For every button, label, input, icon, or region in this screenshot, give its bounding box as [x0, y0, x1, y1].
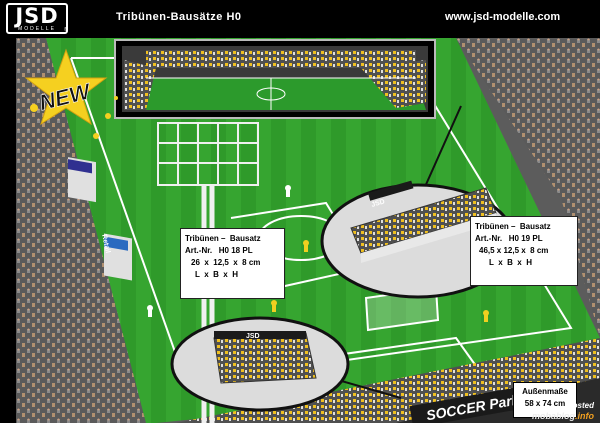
outer-dimensions: Außenmaße 58 x 74 cm: [513, 382, 577, 418]
jsd-logo: JSD MODELLE ®: [6, 3, 68, 34]
kit-2-axes: L x B x H: [489, 258, 532, 267]
kit-2-title: Tribünen – Bausatz: [475, 222, 551, 231]
watermark-tld: .info: [575, 411, 594, 421]
kit-label-h019pl: Tribünen – Bausatz Art.-Nr. H0 19 PL 46,…: [470, 216, 578, 286]
stadium-scene: SOCCER Park Retail: [16, 38, 600, 423]
outer-dimensions-value: 58 x 74 cm: [524, 399, 566, 408]
kit-2-article: Art.-Nr. H0 19 PL: [475, 234, 543, 243]
retail-text: Retail: [100, 234, 111, 254]
new-badge: NEW: [24, 48, 118, 139]
right-stand: [456, 38, 600, 338]
callout-ellipse-right: JSD: [320, 180, 516, 299]
kit-2-dimensions: 46,5 x 12,5 x 8 cm: [479, 246, 549, 255]
kit-1-axes: L x B x H: [195, 270, 238, 279]
kit-1-title: Tribünen – Bausatz: [185, 234, 261, 243]
top-inset-photo: [114, 39, 436, 119]
stand-logo-right: JSD: [371, 198, 386, 208]
outer-dimensions-label: Außenmaße: [522, 387, 568, 396]
stand-logo-bottom: JSD: [246, 333, 260, 340]
kit-label-h018pl: Tribünen – Bausatz Art.-Nr. H0 18 PL 26 …: [180, 228, 285, 299]
watermark: posted mobablog.info: [532, 401, 594, 421]
callout-ellipse-bottom: JSD: [170, 316, 350, 412]
registered-mark: ®: [64, 27, 68, 33]
page-title: Tribünen-Bausätze H0: [116, 11, 242, 23]
callout-line-right: [419, 105, 462, 199]
watermark-posted: posted: [567, 401, 594, 410]
logo-subtitle: MODELLE: [18, 26, 56, 32]
website-link[interactable]: www.jsd-modelle.com: [445, 11, 561, 23]
header-bar: JSD MODELLE ® Tribünen-Bausätze H0 www.j…: [0, 0, 600, 38]
kit-1-article: Art.-Nr. H0 18 PL: [185, 246, 253, 255]
kit-1-dimensions: 26 x 12,5 x 8 cm: [191, 258, 261, 267]
left-stand: [16, 38, 146, 423]
watermark-site: moba: [531, 411, 556, 421]
logo-text: JSD: [15, 4, 59, 28]
watermark-site-2: blog: [556, 411, 575, 421]
